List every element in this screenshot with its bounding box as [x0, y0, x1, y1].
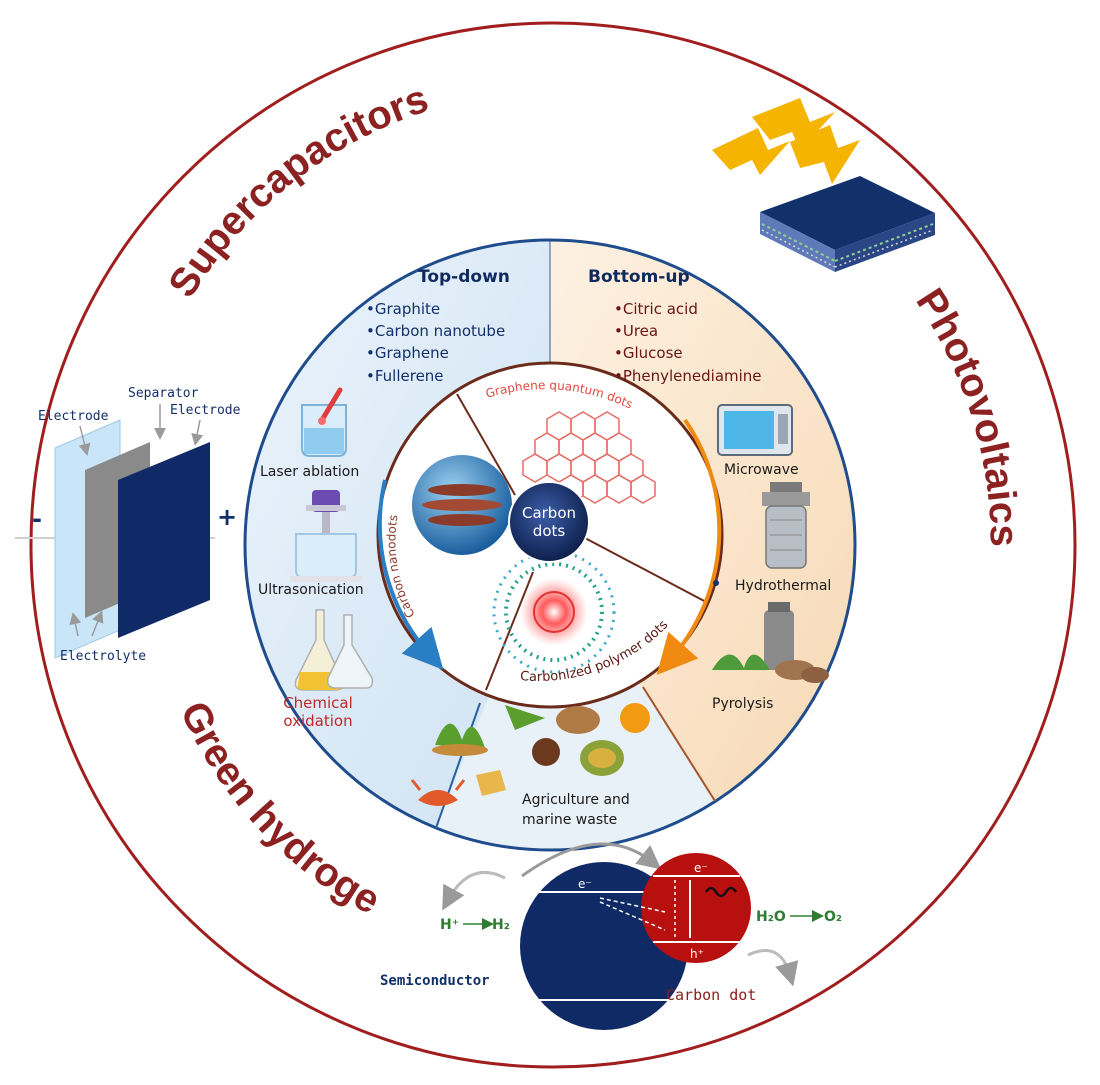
center-carbon-dots [508, 481, 590, 563]
electrode-right-label: Electrode [170, 403, 241, 418]
waste-illustrations [410, 703, 650, 806]
carbon-dot-label: Carbon dot [666, 986, 756, 1004]
separator-label: Separator [128, 386, 199, 401]
graphene-lattice [522, 411, 656, 504]
supercapacitors-title: Supercapacitors [160, 77, 433, 305]
carbon-dot-hole: h⁺ [690, 947, 704, 961]
ultrasonication-label: Ultrasonication [258, 582, 364, 598]
outer-ring [29, 21, 1077, 1069]
top-down-item-cnt: •Carbon nanotube [366, 322, 505, 340]
electrode-right-plate [118, 442, 210, 638]
bottom-up-item-pda: •Phenylenediamine [614, 367, 762, 385]
photovoltaics-title: Photovoltaics [908, 281, 1026, 547]
lightning-icon [712, 98, 860, 184]
top-down-arrow [377, 479, 444, 670]
top-down-item-graphene: •Graphene [366, 344, 449, 362]
waste-label-line1: Agriculture and [522, 792, 630, 808]
bottom-up-item-urea: •Urea [614, 322, 658, 340]
bottom-up-arrow [656, 418, 722, 675]
electrode-left-label: Electrode [38, 409, 109, 424]
top-down-title: Top-down [418, 267, 510, 287]
polymer-dot-illustration [492, 550, 616, 674]
microwave-label: Microwave [724, 462, 799, 478]
laser-ablation-label: Laser ablation [260, 464, 359, 480]
hydrothermal-label: Hydrothermal [735, 578, 831, 594]
crab-icon [418, 790, 458, 806]
bottom-up-item-citric: •Citric acid [614, 300, 698, 318]
o2-label: O₂ [824, 909, 842, 925]
microwave-icon [717, 404, 793, 456]
solar-panel-icon [760, 176, 935, 272]
chemical-label: Chemical [283, 694, 353, 712]
ultrasonicator-icon [290, 490, 362, 582]
plant-icon [712, 602, 829, 683]
bottom-up-item-glucose: •Glucose [614, 344, 683, 362]
center-label-line1: Carbon [522, 504, 576, 522]
top-down-item-fullerene: •Fullerene [366, 367, 444, 385]
electrolyte-label: Electrolyte [60, 649, 146, 664]
carbon-dot-circle [641, 853, 751, 963]
semiconductor-electron: e⁻ [578, 877, 592, 891]
center-label-line2: dots [533, 522, 566, 540]
h2o-label: H₂O [756, 909, 786, 925]
autoclave-icon [762, 482, 810, 569]
carbon-nanodot-illustration [412, 455, 512, 555]
photocatalysis-illustration: e⁻ e⁻ h⁺ H⁺ H₂ H₂O O₂ Semiconductor Carb… [380, 842, 842, 1030]
plus-sign: + [217, 503, 237, 531]
waste-label-line2: marine waste [522, 812, 617, 828]
beaker-laser-icon [301, 387, 347, 457]
h-plus-label: H⁺ [440, 917, 459, 933]
minus-left-sign: - [32, 505, 42, 533]
flask-icon [294, 609, 374, 691]
carbon-dot-electron: e⁻ [694, 861, 708, 875]
top-down-item-graphite: •Graphite [366, 300, 440, 318]
bottom-up-title: Bottom-up [588, 267, 690, 287]
h2-label: H₂ [492, 917, 510, 933]
pyrolysis-label: Pyrolysis [712, 696, 773, 712]
oxidation-label: oxidation [283, 712, 352, 730]
semiconductor-label: Semiconductor [380, 973, 490, 989]
synthesis-wheel: Carbon dots Graphene quantum dots Carbon… [243, 238, 857, 852]
supercapacitor-illustration: Electrode Separator Electrode Electrolyt… [15, 386, 258, 664]
